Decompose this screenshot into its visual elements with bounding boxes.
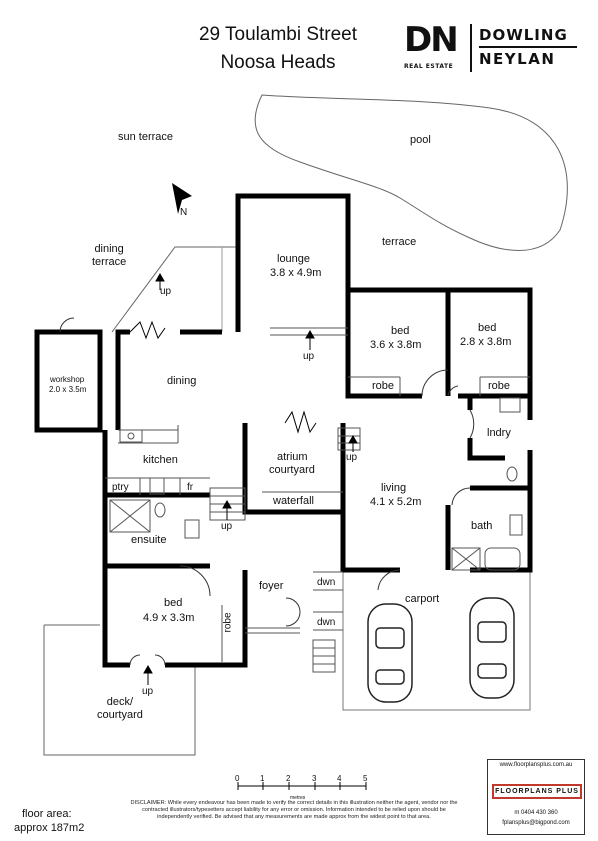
sun-terrace-label: sun terrace bbox=[118, 131, 174, 143]
compass-label: N bbox=[180, 207, 188, 218]
bed3-size: 4.9 x 3.3m bbox=[143, 612, 195, 624]
compass-icon bbox=[172, 183, 192, 214]
courtyard-label: courtyard bbox=[269, 464, 315, 476]
robe3-label: robe bbox=[222, 612, 234, 633]
car-icons bbox=[367, 597, 515, 703]
dwn-label-1: dwn bbox=[317, 577, 336, 588]
waterfall-label: waterfall bbox=[273, 495, 314, 507]
carport-label: carport bbox=[405, 593, 440, 605]
living-label: living bbox=[381, 482, 407, 494]
logo-rule bbox=[479, 46, 577, 48]
kitchen-label: kitchen bbox=[143, 454, 178, 466]
disclaimer: DISCLAIMER: While every endeavour has be… bbox=[130, 800, 458, 821]
fr-label: fr bbox=[187, 482, 194, 493]
up-label-atrium: up bbox=[221, 521, 233, 532]
atrium-label: atrium bbox=[277, 451, 308, 463]
pool-outline bbox=[254, 94, 568, 251]
workshop-size: 2.0 x 3.5m bbox=[49, 385, 87, 394]
badge-name: FLOORPLANS PLUS bbox=[492, 784, 582, 799]
logo-name-1: DOWLING bbox=[479, 26, 568, 44]
badge-url: www.floorplansplus.com.au bbox=[499, 762, 573, 768]
terrace-label: terrace bbox=[382, 236, 417, 248]
workshop-walls bbox=[34, 329, 103, 433]
robe1-label: robe bbox=[372, 380, 395, 392]
robe2-label: robe bbox=[488, 380, 511, 392]
up-label-terrace: up bbox=[160, 286, 172, 297]
scale-bar bbox=[237, 782, 367, 790]
dining-terrace-label: dining terrace bbox=[92, 243, 127, 268]
ptry-label: ptry bbox=[112, 482, 129, 493]
up-label-living: up bbox=[346, 452, 358, 463]
logo-divider bbox=[470, 24, 472, 72]
address-line-2: Noosa Heads bbox=[220, 52, 336, 73]
up-label-lounge: up bbox=[303, 351, 315, 362]
address-line-1: 29 Toulambi Street bbox=[198, 24, 358, 45]
bath-label: bath bbox=[471, 520, 493, 532]
living-size: 4.1 x 5.2m bbox=[370, 496, 422, 508]
scale-tick-4: 4 bbox=[337, 774, 342, 783]
lounge-label: lounge bbox=[277, 253, 311, 265]
bed2-size: 2.8 x 3.8m bbox=[460, 336, 512, 348]
dining-label: dining bbox=[167, 375, 197, 387]
badge-phone: m 0404 430 360 bbox=[514, 810, 558, 816]
deck-outline bbox=[43, 625, 196, 756]
bed1-size: 3.6 x 3.8m bbox=[370, 339, 422, 351]
foyer-label: foyer bbox=[259, 580, 284, 592]
ensuite-label: ensuite bbox=[131, 534, 167, 546]
up-label-deck: up bbox=[142, 686, 154, 697]
scale-tick-1: 1 bbox=[260, 774, 265, 783]
floor-area-label: floor area: bbox=[22, 808, 72, 820]
scale-tick-5: 5 bbox=[363, 774, 368, 783]
carport-outline bbox=[342, 570, 531, 711]
dwn-label-2: dwn bbox=[317, 617, 336, 628]
lndry-label: lndry bbox=[487, 427, 511, 439]
pool-label: pool bbox=[410, 134, 431, 146]
floorplans-badge: www.floorplansplus.com.au FLOORPLANS PLU… bbox=[487, 759, 585, 835]
dining-terrace-outline bbox=[111, 246, 238, 333]
bed1-label: bed bbox=[391, 325, 410, 337]
bed3-label: bed bbox=[164, 597, 183, 609]
scale-tick-3: 3 bbox=[312, 774, 317, 783]
logo-name-2: NEYLAN bbox=[479, 50, 556, 68]
workshop-label: workshop bbox=[50, 375, 85, 384]
deck-courtyard-label: deck/ courtyard bbox=[97, 696, 143, 721]
floor-area-value: approx 187m2 bbox=[14, 822, 85, 834]
lounge-size: 3.8 x 4.9m bbox=[270, 267, 322, 279]
badge-email: fplansplus@bigpond.com bbox=[502, 820, 570, 826]
logo-initials: DN bbox=[404, 20, 459, 60]
agency-logo: DN REAL ESTATE DOWLING NEYLAN bbox=[402, 20, 582, 76]
bed2-label: bed bbox=[478, 322, 497, 334]
scale-tick-2: 2 bbox=[286, 774, 291, 783]
scale-tick-0: 0 bbox=[235, 774, 240, 783]
logo-subtitle: REAL ESTATE bbox=[404, 63, 454, 70]
scale-unit: metres bbox=[290, 795, 306, 801]
